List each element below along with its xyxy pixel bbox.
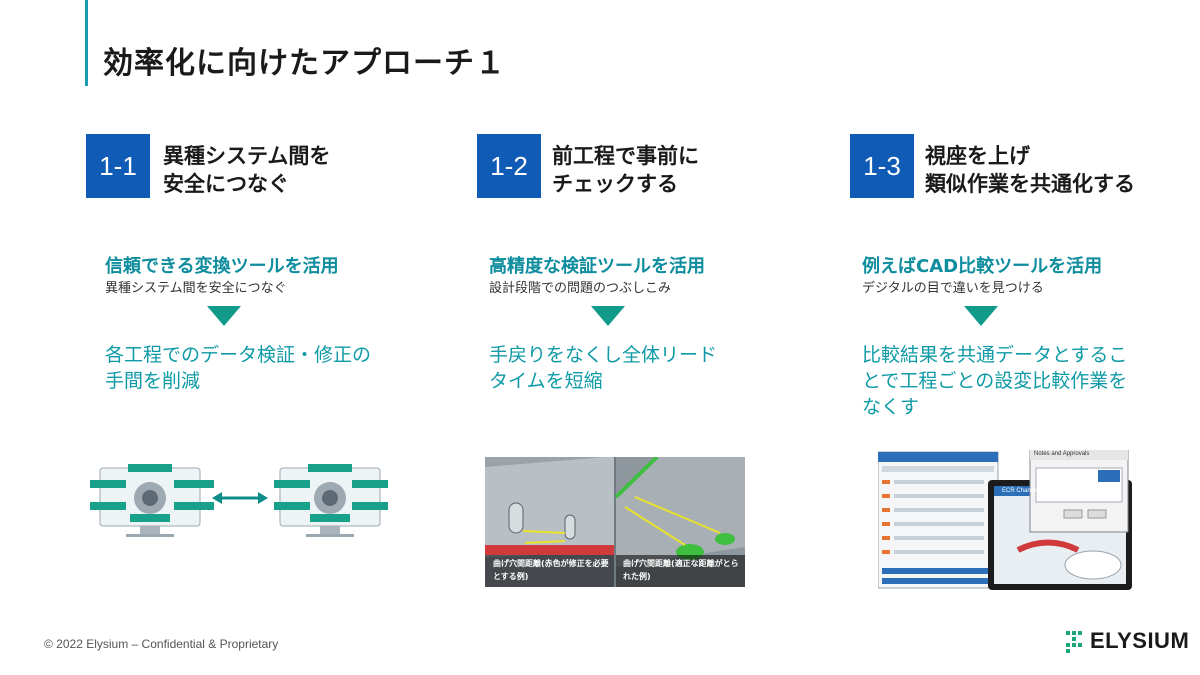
- step-heading-1-1: 異種システム間を 安全につなぐ: [163, 144, 331, 196]
- verification-screenshot: 曲げ穴間距離(赤色が修正を必要とする例) 曲げ穴間距離(適正な距離がとられた例): [485, 457, 745, 587]
- down-arrow-icon: [207, 306, 241, 326]
- tool-subtitle-1-1: 異種システム間を安全につなぐ: [105, 281, 287, 296]
- page-title: 効率化に向けたアプローチ１: [103, 46, 506, 81]
- title-accent-bar: [85, 0, 88, 86]
- result-text-1-1: 各工程でのデータ検証・修正の 手間を削減: [105, 344, 372, 392]
- step-badge-1-1: 1-1: [86, 134, 150, 198]
- logo-wordmark: ELYSIUM: [1090, 628, 1190, 653]
- comparison-screenshot: Notes and Approvals ECR Change Report: [878, 450, 1132, 590]
- elysium-logo: ELYSIUM: [1064, 628, 1189, 654]
- copyright-footer: © 2022 Elysium – Confidential & Propriet…: [44, 637, 279, 651]
- step-badge-1-3: 1-3: [850, 134, 914, 198]
- tool-title-1-1: 信頼できる変換ツールを活用: [105, 256, 339, 277]
- report-title: ECR Change Report: [1002, 488, 1058, 494]
- down-arrow-icon: [591, 306, 625, 326]
- tool-subtitle-1-2: 設計段階での問題のつぶしこみ: [489, 281, 672, 296]
- step-heading-1-3: 視座を上げ 類似作業を共通化する: [925, 144, 1135, 196]
- dialog-title: Notes and Approvals: [1034, 451, 1090, 457]
- caption-incorrect: 曲げ穴間距離(赤色が修正を必要とする例): [493, 559, 609, 581]
- tool-title-1-2: 高精度な検証ツールを活用: [489, 256, 705, 277]
- step-heading-1-2: 前工程で事前に チェックする: [552, 144, 699, 196]
- conversion-illustration: [90, 462, 390, 540]
- result-text-1-2: 手戻りをなくし全体リード タイムを短縮: [489, 344, 718, 392]
- down-arrow-icon: [964, 306, 998, 326]
- step-badge-1-2: 1-2: [477, 134, 541, 198]
- caption-correct: 曲げ穴間距離(適正な距離がとられた例): [623, 559, 739, 581]
- result-text-1-3: 比較結果を共通データとするこ とで工程ごとの設変比較作業を なくす: [862, 344, 1128, 418]
- tool-subtitle-1-3: デジタルの目で違いを見つける: [862, 281, 1044, 296]
- tool-title-1-3: 例えばCAD比較ツールを活用: [862, 256, 1103, 277]
- elysium-logo-icon: [1066, 631, 1082, 653]
